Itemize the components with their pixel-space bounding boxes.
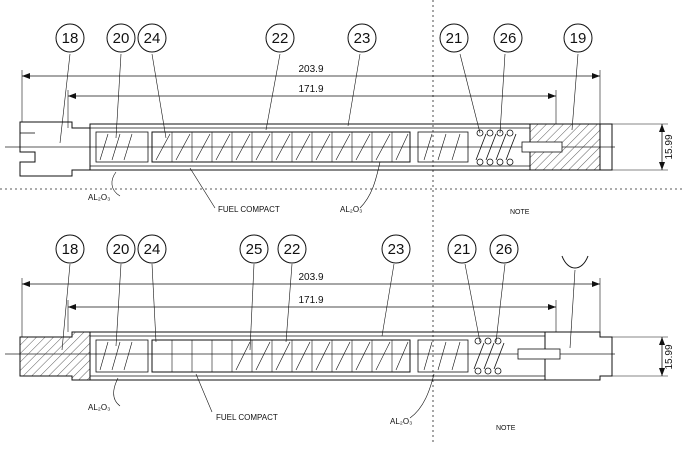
bottom-inner-dimension: 171.9: [298, 295, 323, 306]
callout-23-label: 23: [354, 30, 371, 47]
top-fuel-compact-label: FUEL COMPACT: [218, 205, 280, 214]
callout-bubble: [106, 23, 136, 53]
callout-20-label: 20: [113, 241, 130, 258]
top-rod-drawing: [5, 70, 668, 177]
bottom-al2o3-right-label: AL₂O₃: [390, 417, 412, 426]
callout-22-label: 22: [284, 241, 301, 258]
callout-bubble: [239, 234, 269, 264]
callout-bubble: [489, 234, 519, 264]
callout-21-label: 21: [454, 241, 471, 258]
bottom-al2o3-left-label: AL₂O₃: [88, 403, 110, 412]
callout-23-label: 23: [388, 241, 405, 258]
top-height-dimension: 15.99: [664, 134, 675, 159]
top-overall-dimension: 203.9: [298, 64, 323, 75]
callout-25-label: 25: [246, 241, 263, 258]
bottom-overall-dimension: 203.9: [298, 272, 323, 283]
callout-bubble: [493, 23, 523, 53]
bottom-height-dimension: 15.99: [664, 344, 675, 369]
bottom-fuel-compact-label: FUEL COMPACT: [216, 413, 278, 422]
bottom-note-label: NOTE: [496, 425, 516, 432]
callout-bubble: [347, 23, 377, 53]
callout-bubble: [106, 234, 136, 264]
spring-bottom: [473, 337, 505, 375]
callout-bubble: [277, 234, 307, 264]
callout-26-label: 26: [496, 241, 513, 258]
callout-bubble: [447, 234, 477, 264]
top-inner-dimension: 171.9: [298, 84, 323, 95]
bottom-callouts: 18 20 24 25 22 23 21 26: [55, 234, 519, 264]
callout-26-label: 26: [500, 30, 517, 47]
callout-bubble: [439, 23, 469, 53]
callout-bubble: [563, 23, 593, 53]
callout-bubble: [265, 23, 295, 53]
fuel-pellet-stack-bottom: [171, 340, 409, 372]
callout-18-label: 18: [62, 30, 79, 47]
top-al2o3-left-label: AL₂O₃: [88, 193, 110, 202]
top-callouts: 18 20 24 22 23 21 26 19: [55, 23, 593, 53]
bottom-leaders: [61, 263, 576, 419]
spring-top: [475, 129, 517, 166]
top-note-label: NOTE: [510, 209, 530, 216]
callout-bubble: [55, 23, 85, 53]
top-leaders: [59, 53, 579, 209]
callout-18-label: 18: [62, 241, 79, 258]
callout-24-label: 24: [144, 241, 161, 258]
callout-bubble: [137, 234, 167, 264]
callout-bubble: [137, 23, 167, 53]
bottom-rod-drawing: [5, 255, 668, 381]
fuel-pellet-stack-top: [155, 132, 409, 162]
callout-19-label: 19: [570, 30, 587, 47]
callout-bubble: [381, 234, 411, 264]
callout-21-label: 21: [446, 30, 463, 47]
callout-24-label: 24: [144, 30, 161, 47]
callout-20-label: 20: [113, 30, 130, 47]
top-al2o3-right-label: AL₂O₃: [340, 205, 362, 214]
callout-bubble: [55, 234, 85, 264]
callout-22-label: 22: [272, 30, 289, 47]
